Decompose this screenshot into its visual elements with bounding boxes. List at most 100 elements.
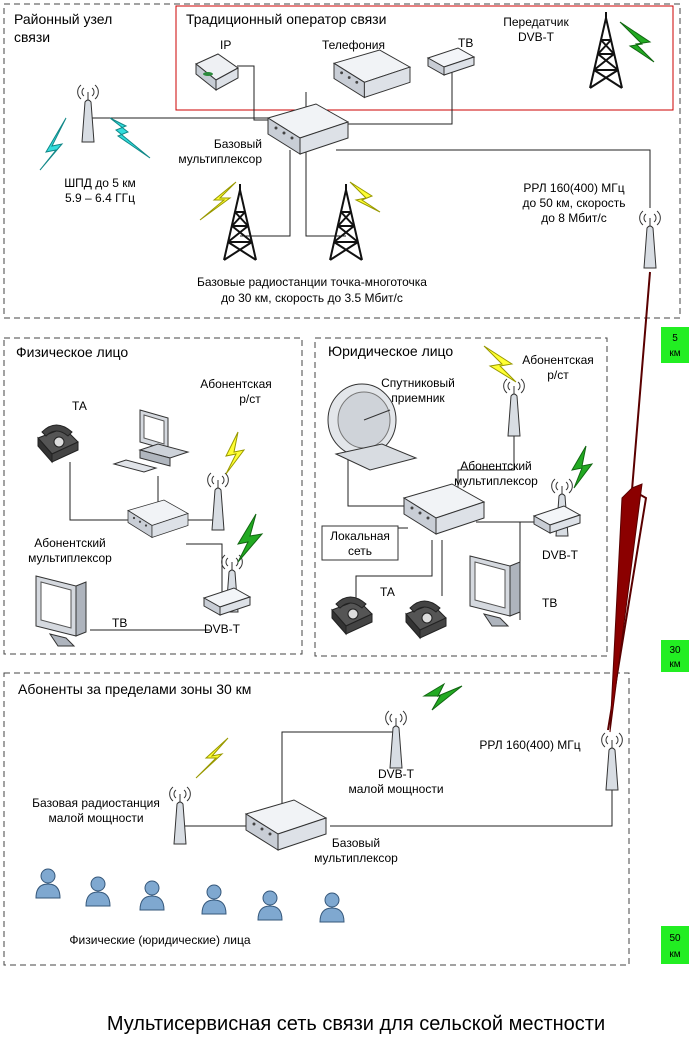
wire-ip — [237, 65, 282, 121]
ind-station-label: Абонентская — [200, 377, 272, 391]
wire-leg-station — [457, 420, 515, 498]
svg-text:5: 5 — [672, 333, 678, 344]
leg-mux-label-2: мультиплексор — [454, 474, 538, 488]
individual-zone — [3, 337, 303, 655]
svg-text:км: км — [669, 659, 680, 670]
out-dvbt-lightning-icon — [422, 682, 463, 711]
shpd-lightning-right-icon — [109, 117, 151, 159]
dvbt-tx-label: Передатчик — [503, 15, 569, 29]
base-radio-label-2: до 30 км, скорость до 3.5 Мбит/с — [221, 291, 403, 305]
ip-router-icon — [195, 53, 239, 92]
base-radio-label: Базовые радиостанции точка-многоточка — [197, 275, 427, 289]
leg-mux-icon — [403, 483, 485, 535]
operator-zone — [175, 5, 674, 111]
ip-label: IP — [220, 38, 231, 52]
base-mux-label: Базовый — [214, 137, 262, 151]
person-icon — [257, 890, 283, 921]
legal-zone — [314, 337, 608, 657]
tv-box-icon — [427, 47, 475, 76]
wire-tv — [330, 72, 453, 125]
rrl-label-3: до 8 Мбит/с — [541, 211, 606, 225]
leg-lan-label: Локальная — [330, 529, 390, 543]
svg-text:км: км — [669, 348, 680, 359]
wire-ind-dvbt — [186, 543, 223, 594]
shpd-antenna-icon — [77, 84, 99, 143]
dvbt-transmitter-tower-icon — [589, 11, 623, 89]
ind-mux-icon — [127, 499, 189, 538]
out-rrl-label: РРЛ 160(400) МГц — [479, 738, 580, 752]
leg-sat-label-2: приемник — [391, 391, 445, 405]
person-icon — [201, 884, 227, 915]
base-radio-lightning-1-icon — [199, 181, 237, 221]
distance-marker-50: 50 км — [661, 926, 689, 964]
ind-station-label-2: р/ст — [239, 392, 261, 406]
rrl-antenna-icon — [639, 210, 661, 269]
svg-text:30: 30 — [669, 645, 681, 656]
leg-ta-label: ТА — [380, 585, 395, 599]
wire-rrl — [336, 149, 651, 208]
out-dvbt-label-2: малой мощности — [348, 782, 443, 796]
distance-marker-5: 5 км — [661, 327, 689, 363]
wire-leg-ta1 — [355, 540, 433, 606]
district-node-zone — [3, 3, 681, 319]
base-radio-tower-1-icon — [223, 183, 257, 261]
person-icon — [139, 880, 165, 911]
out-base-mux-icon — [245, 799, 327, 851]
operator-zone-label: Традиционный оператор связи — [186, 11, 386, 27]
ind-mux-label: Абонентский — [34, 536, 106, 550]
wire-base-radio-1 — [240, 150, 291, 237]
ind-dvbt-label: DVB-T — [204, 622, 241, 636]
district-zone-label: Районный узел — [14, 11, 112, 27]
dvbt-tx-label-2: DVB-T — [518, 30, 555, 44]
wire-out-dvbt — [281, 731, 396, 810]
rrl-label: РРЛ 160(400) МГц — [523, 181, 624, 195]
out-base-lightning-icon — [195, 737, 229, 779]
leg-mux-label: Абонентский — [460, 459, 532, 473]
rrl-lightning-icon — [609, 483, 643, 733]
ind-subscriber-lightning-icon — [225, 431, 246, 475]
leg-station-label: Абонентская — [522, 353, 594, 367]
wire-ind-ta — [69, 462, 132, 521]
out-persons-label: Физические (юридические) лица — [69, 933, 250, 947]
wire-out-rrl — [330, 790, 613, 827]
wire-leg-sat — [347, 454, 410, 507]
legal-zone-label: Юридическое лицо — [328, 343, 453, 359]
district-zone-label-2: связи — [14, 29, 50, 45]
ind-subscriber-antenna-icon — [207, 472, 229, 531]
out-rrl-antenna-icon — [601, 732, 623, 791]
person-icon — [319, 892, 345, 923]
out-dvbt-antenna-icon — [385, 710, 407, 769]
svg-text:50: 50 — [669, 933, 681, 944]
leg-dvbt-lightning-icon — [571, 445, 594, 489]
base-mux-label-2: мультиплексор — [178, 152, 262, 166]
person-icon — [85, 876, 111, 907]
out-base-label-2: малой мощности — [48, 811, 143, 825]
base-mux-icon — [267, 103, 349, 155]
shpd-label: ШПД до 5 км — [64, 176, 136, 190]
leg-tv-icon — [469, 555, 521, 627]
leg-dvbt-label: DVB-T — [542, 548, 579, 562]
rrl-label-2: до 50 км, скорость — [522, 196, 625, 210]
leg-lan-box — [321, 525, 399, 561]
ind-tv-label: ТВ — [112, 616, 127, 630]
leg-phone-1-icon — [331, 596, 373, 635]
leg-tv-label: ТВ — [542, 596, 557, 610]
base-radio-lightning-2-icon — [349, 181, 381, 213]
shpd-lightning-left-icon — [39, 117, 67, 171]
leg-lan-label-2: сеть — [348, 544, 372, 558]
diagram-title: Мультисервисная сеть связи для сельской … — [107, 1013, 605, 1035]
tv-label: ТВ — [458, 36, 473, 50]
dvbt-transmitter-lightning-icon — [619, 21, 655, 63]
ind-pc-icon — [112, 409, 190, 473]
base-radio-tower-2-icon — [329, 183, 363, 261]
leg-sat-label: Спутниковый — [381, 376, 455, 390]
leg-phone-2-icon — [405, 600, 447, 639]
leg-satellite-dish-icon — [327, 383, 418, 471]
out-mux-label: Базовый — [332, 836, 380, 850]
svg-text:км: км — [669, 949, 680, 960]
outside-zone — [3, 672, 630, 966]
leg-subscriber-lightning-icon — [483, 345, 517, 383]
shpd-label-2: 5.9 – 6.4 ГГц — [65, 191, 135, 205]
leg-dvbt-box-icon — [533, 505, 581, 534]
